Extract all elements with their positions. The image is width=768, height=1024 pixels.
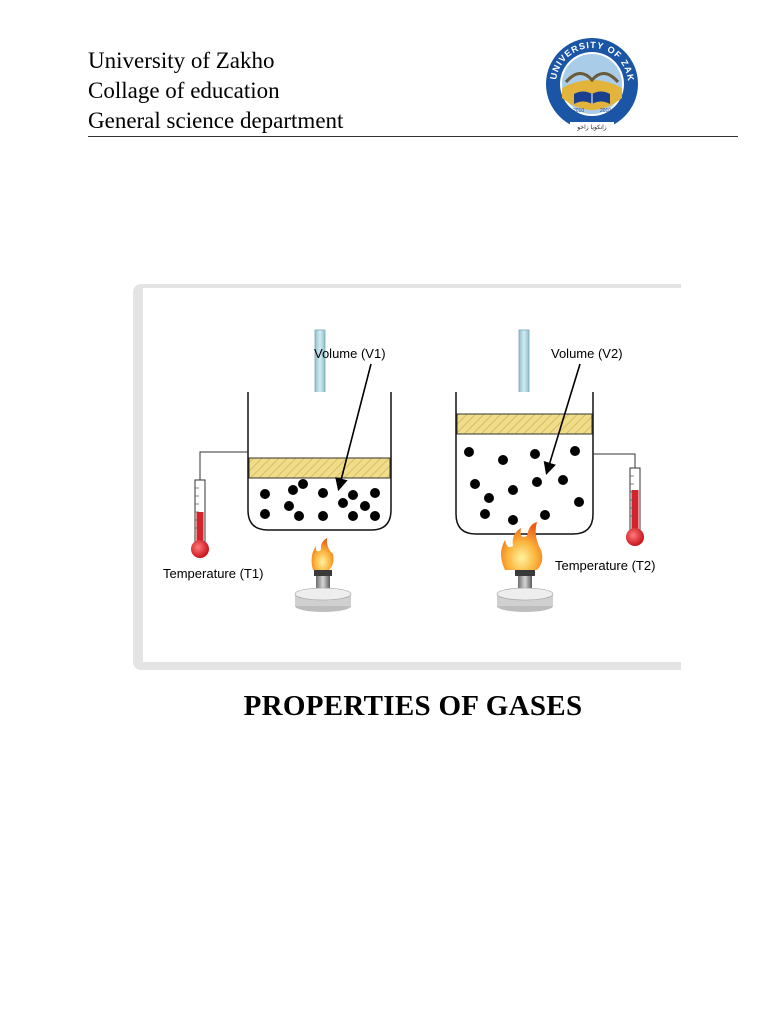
- figure-panel: Volume (V1) Temperature (T1): [133, 284, 681, 670]
- left-flame-icon: [311, 538, 334, 570]
- gas-expansion-diagram: Volume (V1) Temperature (T1): [163, 329, 655, 612]
- right-flame-icon: [501, 522, 543, 570]
- right-thermo-wire: [593, 453, 636, 468]
- right-cylinder-vessel: [455, 392, 594, 535]
- document-title: PROPERTIES OF GASES: [243, 690, 583, 722]
- right-temperature-label: Temperature (T2): [555, 558, 655, 573]
- left-gas-particles: [260, 479, 380, 521]
- logo-year-left: 2010: [573, 108, 584, 114]
- left-temperature-label: Temperature (T1): [163, 566, 263, 581]
- figure-inner: Volume (V1) Temperature (T1): [143, 288, 681, 662]
- college-name: Collage of education: [88, 78, 280, 103]
- left-thermo-wire: [199, 451, 248, 480]
- left-thermometer-bulb: [191, 540, 209, 558]
- university-logo: UNIVERSITY OF ZAKHO 2010 2010 زانكويا زا…: [540, 32, 638, 131]
- left-piston: [248, 457, 391, 479]
- left-thermometer-mercury: [196, 512, 204, 544]
- right-piston: [456, 413, 593, 435]
- left-volume-arrow: [335, 363, 372, 492]
- left-cylinder-setup: Volume (V1) Temperature (T1): [163, 329, 392, 612]
- right-cylinder-setup: Volume (V2) Temperature (T2): [455, 329, 655, 612]
- department-name: General science department: [88, 108, 344, 133]
- right-volume-arrow: [543, 363, 581, 476]
- header-divider: [88, 136, 738, 137]
- logo-bridge-icon: [564, 72, 620, 84]
- right-thermometer-bulb: [626, 528, 644, 546]
- right-thermometer-mercury: [631, 490, 639, 532]
- right-burner: [496, 522, 554, 612]
- right-volume-label: Volume (V2): [551, 346, 623, 361]
- right-gas-particles: [464, 446, 584, 525]
- logo-year-right: 2010: [600, 108, 611, 114]
- left-burner: [294, 538, 352, 612]
- header-text-block: University of Zakho Collage of education…: [88, 46, 343, 136]
- logo-bottom-text: زانكويا زاخو: [576, 124, 607, 131]
- left-volume-label: Volume (V1): [314, 346, 386, 361]
- university-name: University of Zakho: [88, 48, 275, 73]
